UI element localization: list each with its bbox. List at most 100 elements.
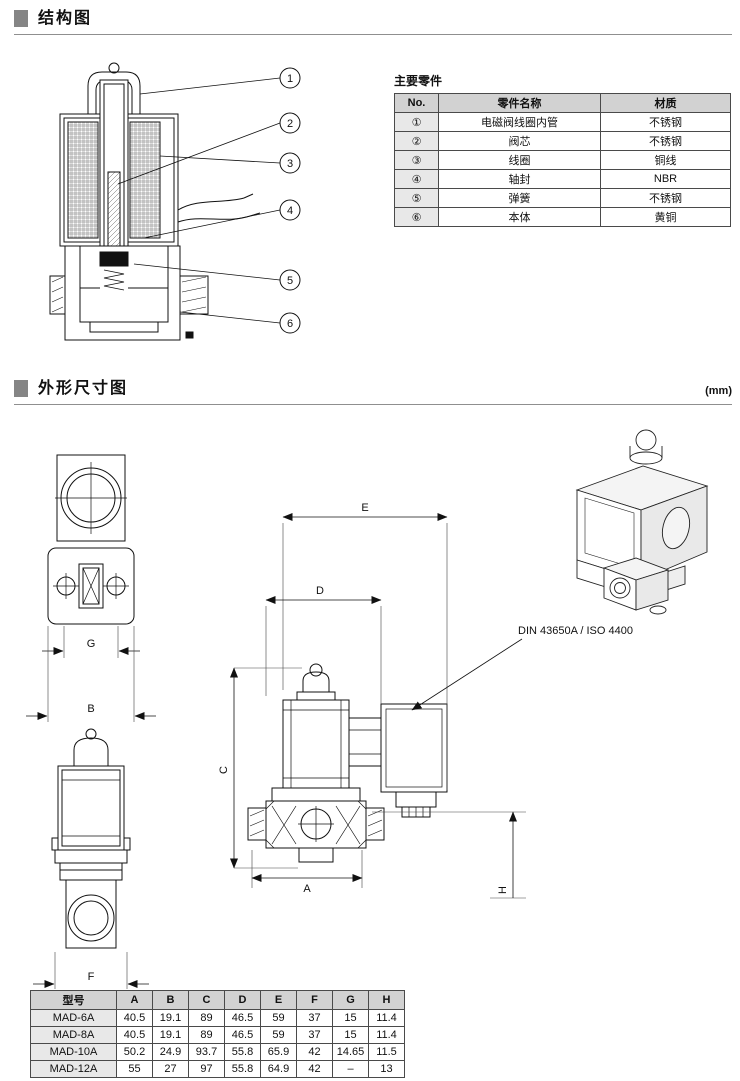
value-cell: 65.9 bbox=[260, 1043, 297, 1061]
model-cell: MAD-6A bbox=[30, 1009, 117, 1027]
parts-row: ⑤ 弹簧 不锈钢 bbox=[394, 188, 731, 208]
callout-5: 5 bbox=[279, 269, 301, 291]
part-material: 不锈钢 bbox=[600, 131, 731, 151]
value-cell: 24.9 bbox=[152, 1043, 189, 1061]
dim-e: E bbox=[282, 502, 448, 790]
dim-label-a: A bbox=[303, 883, 311, 895]
dim-header-f: F bbox=[296, 990, 333, 1010]
model-cell: MAD-12A bbox=[30, 1060, 117, 1078]
dim-header-d: D bbox=[224, 990, 261, 1010]
dim-d: D bbox=[265, 585, 382, 704]
dim-row: MAD-6A 40.5 19.1 89 46.5 59 37 15 11.4 bbox=[30, 1009, 405, 1027]
dim-header-row: 型号 A B C D E F G H bbox=[30, 990, 405, 1010]
parts-table-title: 主要零件 bbox=[394, 74, 443, 88]
dim-a: A bbox=[251, 850, 363, 895]
dim-row: MAD-12A 55 27 97 55.8 64.9 42 – 13 bbox=[30, 1060, 405, 1078]
part-name: 轴封 bbox=[438, 169, 601, 189]
unit-note: (mm) bbox=[705, 385, 732, 397]
value-cell: 55.8 bbox=[224, 1043, 261, 1061]
dim-header-h: H bbox=[368, 990, 405, 1010]
value-cell: 27 bbox=[152, 1060, 189, 1078]
parts-header-name: 零件名称 bbox=[438, 93, 601, 113]
parts-row: ① 电磁阀线圈内管 不锈钢 bbox=[394, 112, 731, 132]
callout-3-label: 3 bbox=[287, 158, 293, 170]
value-cell: 37 bbox=[296, 1009, 333, 1027]
dim-label-h: H bbox=[497, 886, 509, 894]
parts-table: No. 零件名称 材质 ① 电磁阀线圈内管 不锈钢 ② 阀芯 不锈钢 ③ bbox=[394, 93, 731, 227]
dim-label-b: B bbox=[87, 703, 94, 715]
parts-row: ④ 轴封 NBR bbox=[394, 169, 731, 189]
callout-1: 1 bbox=[279, 67, 301, 89]
callout-5-label: 5 bbox=[287, 275, 293, 287]
part-name: 阀芯 bbox=[438, 131, 601, 151]
callout-3: 3 bbox=[279, 152, 301, 174]
value-cell: 11.5 bbox=[368, 1043, 405, 1061]
value-cell: 19.1 bbox=[152, 1026, 189, 1044]
front-view-drawing bbox=[51, 728, 131, 949]
part-no: ⑥ bbox=[394, 207, 439, 227]
parts-row: ② 阀芯 不锈钢 bbox=[394, 131, 731, 151]
dim-header-c: C bbox=[188, 990, 225, 1010]
parts-table-block: 主要零件 No. 零件名称 材质 ① 电磁阀线圈内管 不锈钢 ② 阀芯 bbox=[394, 72, 731, 227]
value-cell: 59 bbox=[260, 1009, 297, 1027]
value-cell: 15 bbox=[332, 1026, 369, 1044]
top-view-drawing bbox=[47, 454, 135, 625]
model-cell: MAD-10A bbox=[30, 1043, 117, 1061]
side-view-drawing bbox=[247, 663, 448, 863]
valve-drawing bbox=[49, 62, 261, 341]
part-material: 黄铜 bbox=[600, 207, 731, 227]
dimensions-section-title: 外形尺寸图 bbox=[38, 380, 129, 397]
isometric-view bbox=[575, 429, 709, 615]
part-name: 线圈 bbox=[438, 150, 601, 170]
value-cell: 46.5 bbox=[224, 1009, 261, 1027]
din-note: DIN 43650A / ISO 4400 bbox=[411, 625, 633, 711]
callout-6-label: 6 bbox=[287, 318, 293, 330]
part-name: 电磁阀线圈内管 bbox=[438, 112, 601, 132]
value-cell: 15 bbox=[332, 1009, 369, 1027]
callout-2-label: 2 bbox=[287, 118, 293, 130]
section-bullet-icon bbox=[14, 380, 28, 397]
value-cell: 50.2 bbox=[116, 1043, 153, 1061]
dim-label-d: D bbox=[316, 585, 324, 597]
dim-header-g: G bbox=[332, 990, 369, 1010]
value-cell: 89 bbox=[188, 1009, 225, 1027]
part-no: ③ bbox=[394, 150, 439, 170]
dim-row: MAD-10A 50.2 24.9 93.7 55.8 65.9 42 14.6… bbox=[30, 1043, 405, 1061]
value-cell: 40.5 bbox=[116, 1009, 153, 1027]
dim-label-c: C bbox=[218, 766, 230, 774]
value-cell: 42 bbox=[296, 1043, 333, 1061]
dim-g: G bbox=[42, 626, 140, 658]
part-no: ① bbox=[394, 112, 439, 132]
part-material: NBR bbox=[600, 169, 731, 189]
callout-2: 2 bbox=[279, 112, 301, 134]
value-cell: 42 bbox=[296, 1060, 333, 1078]
structure-section-header: 结构图 bbox=[14, 10, 732, 35]
value-cell: 55 bbox=[116, 1060, 153, 1078]
parts-header-no: No. bbox=[394, 93, 439, 113]
callout-1-label: 1 bbox=[287, 73, 293, 85]
callout-4-label: 4 bbox=[287, 205, 293, 217]
part-no: ② bbox=[394, 131, 439, 151]
part-name: 弹簧 bbox=[438, 188, 601, 208]
dimensions-section-header: 外形尺寸图 (mm) bbox=[14, 380, 732, 405]
callout-4: 4 bbox=[279, 199, 301, 221]
value-cell: 14.65 bbox=[332, 1043, 369, 1061]
value-cell: 93.7 bbox=[188, 1043, 225, 1061]
value-cell: 55.8 bbox=[224, 1060, 261, 1078]
value-cell: 19.1 bbox=[152, 1009, 189, 1027]
part-material: 不锈钢 bbox=[600, 188, 731, 208]
value-cell: 13 bbox=[368, 1060, 405, 1078]
part-no: ⑤ bbox=[394, 188, 439, 208]
value-cell: 37 bbox=[296, 1026, 333, 1044]
dim-b: B bbox=[26, 626, 156, 722]
value-cell: 11.4 bbox=[368, 1009, 405, 1027]
parts-row: ③ 线圈 铜线 bbox=[394, 150, 731, 170]
dim-header-e: E bbox=[260, 990, 297, 1010]
valve-cross-section-diagram: 1 2 3 4 5 6 bbox=[49, 62, 301, 341]
din-note-label: DIN 43650A / ISO 4400 bbox=[518, 625, 633, 637]
value-cell: 46.5 bbox=[224, 1026, 261, 1044]
dim-header-a: A bbox=[116, 990, 153, 1010]
value-cell: 89 bbox=[188, 1026, 225, 1044]
value-cell: 97 bbox=[188, 1060, 225, 1078]
